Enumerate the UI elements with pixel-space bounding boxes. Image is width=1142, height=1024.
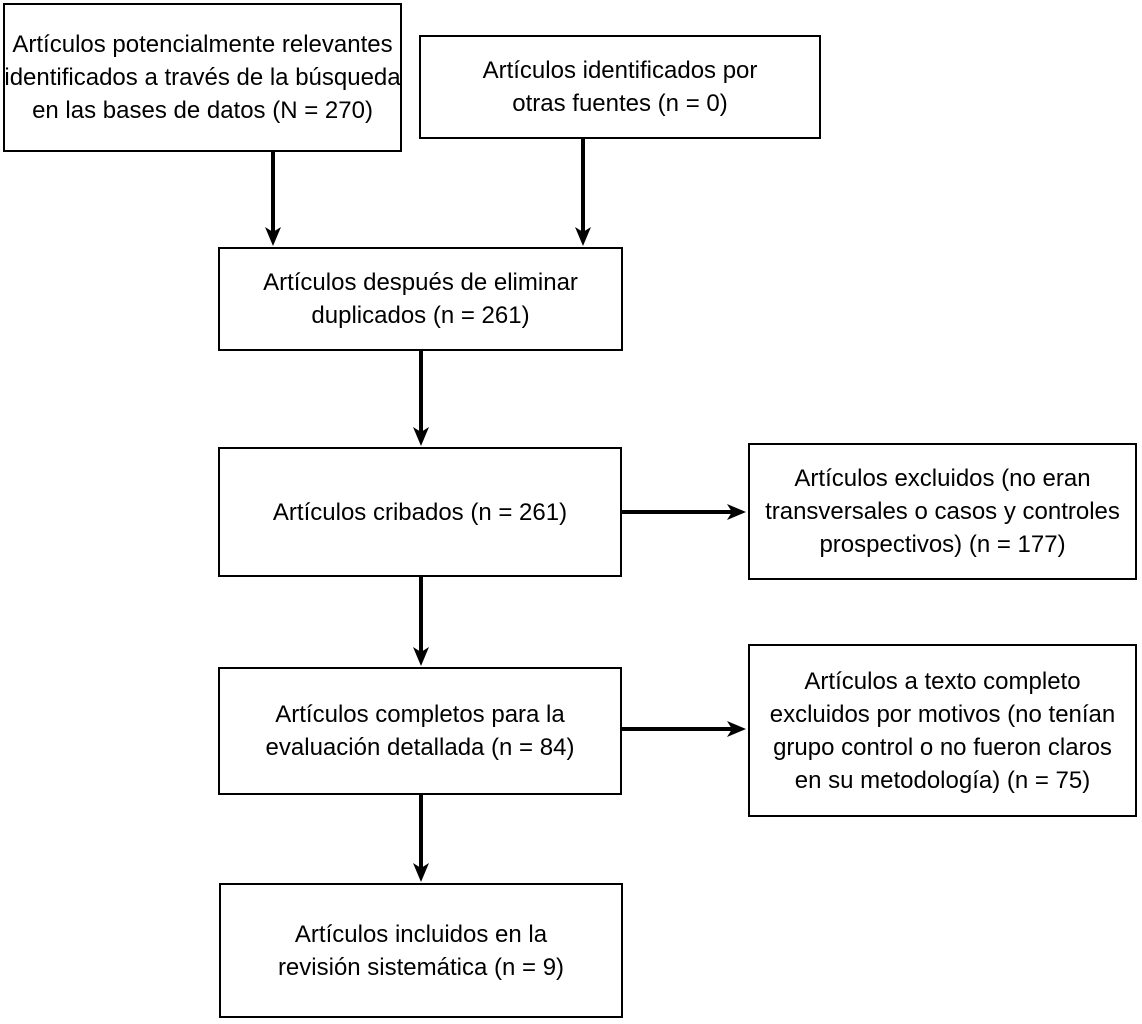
text-line: revisión sistemática (n = 9) bbox=[277, 953, 565, 981]
text-line: en su metodología) (n = 75) bbox=[794, 766, 1091, 794]
arrow-fulltext-to-included-icon bbox=[413, 795, 429, 882]
text-line: Artículos cribados (n = 261) bbox=[272, 498, 568, 526]
text-line: otras fuentes (n = 0) bbox=[512, 90, 728, 117]
arrow-screened-to-fulltext-icon bbox=[413, 577, 429, 666]
text-line: Artículos incluidos en la bbox=[294, 920, 548, 948]
text-line: duplicados (n = 261) bbox=[311, 302, 530, 329]
box-included-systematic-review: Artículos incluidos en la revisión sistem… bbox=[219, 883, 623, 1018]
box-excluded-after-screening: Artículos excluidos (no eran transversale… bbox=[748, 443, 1137, 580]
arrow-fulltext-to-excluded-icon bbox=[622, 721, 746, 737]
text-line: Artículos después de eliminar bbox=[263, 269, 578, 296]
box-other-sources: Artículos identificados por otras fuentes… bbox=[419, 35, 821, 139]
text-line: prospectivos) (n = 177) bbox=[819, 531, 1066, 558]
text-line: Artículos potencialmente relevantes bbox=[12, 31, 393, 58]
box-full-text-assessed: Artículos completos para la evaluación de… bbox=[218, 667, 622, 795]
text-line: identificados a través de la búsqueda bbox=[4, 64, 401, 91]
text-line: evaluación detallada (n = 84) bbox=[265, 734, 575, 761]
arrow-dedup-to-screened-icon bbox=[413, 351, 429, 446]
text-line: Artículos a texto completo bbox=[804, 667, 1081, 695]
text-line: en las bases de datos (N = 270) bbox=[32, 97, 373, 124]
arrow-othersources-to-dedup-icon bbox=[575, 139, 591, 246]
text-line: Artículos identificados por bbox=[482, 57, 758, 84]
text-line: grupo control o no fueron claros bbox=[773, 733, 1112, 761]
arrow-screened-to-excluded-icon bbox=[622, 504, 746, 520]
box-excluded-full-text: Artículos a texto completo excluidos por … bbox=[748, 644, 1137, 817]
text-line: excluidos por motivos (no tenían bbox=[769, 700, 1116, 728]
box-articles-screened: Artículos cribados (n = 261) bbox=[218, 447, 622, 577]
text-line: transversales o casos y controles bbox=[765, 498, 1120, 525]
text-line: Artículos completos para la bbox=[275, 701, 565, 728]
arrow-databases-to-dedup-icon bbox=[265, 152, 281, 246]
text-line: Artículos excluidos (no eran bbox=[794, 465, 1091, 492]
box-identified-databases: Artículos potencialmente relevantes ident… bbox=[3, 3, 402, 152]
box-after-duplicates-removed: Artículos después de eliminar duplicados … bbox=[218, 247, 623, 351]
